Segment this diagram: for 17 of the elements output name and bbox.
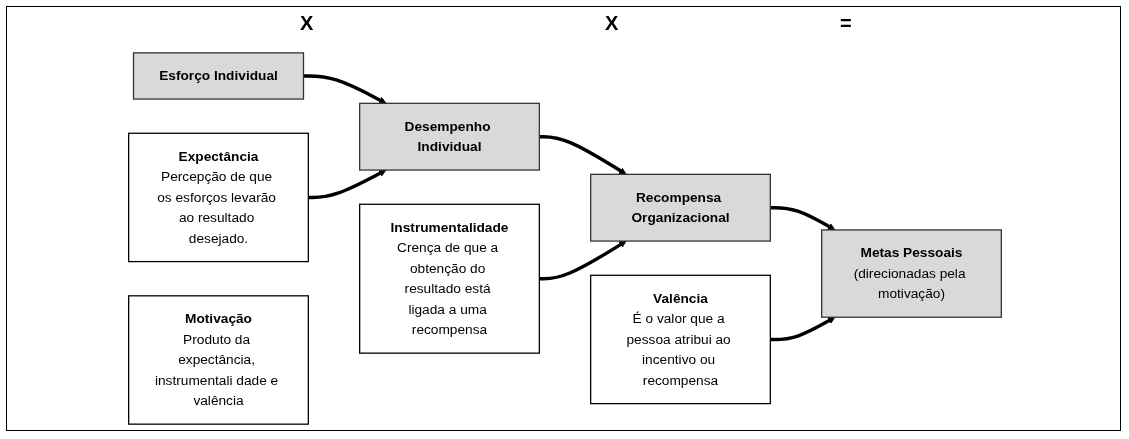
node-box: Instrumentalidade Crença de que a obtenção do resultado está ligada a uma recompensa [358, 203, 540, 354]
node-box: Recompensa Organizacional [589, 173, 771, 242]
arrow [307, 169, 386, 200]
operator-sign: X [300, 12, 314, 35]
node-box: Valência É o valor que a pessoa atribui ao incentivo ou recompensa [589, 274, 771, 405]
node-box: Esforço Individual [132, 52, 304, 100]
operator-sign: = [840, 12, 852, 35]
arrow [769, 206, 835, 231]
node-box: Desempenho Individual [358, 102, 540, 171]
operator-sign: X [605, 12, 619, 35]
node-box: Motivação Produto da expectância, instrumentali dade e valência [127, 295, 309, 425]
arrow [538, 135, 627, 175]
arrow [303, 74, 386, 104]
node-box: Expectância Percepção de que os esforços levarão ao resultado desejado. [127, 132, 309, 263]
arrow [538, 240, 627, 281]
arrow [769, 316, 835, 342]
node-box: Metas Pessoais (direcionadas pela motivação) [820, 229, 1002, 318]
